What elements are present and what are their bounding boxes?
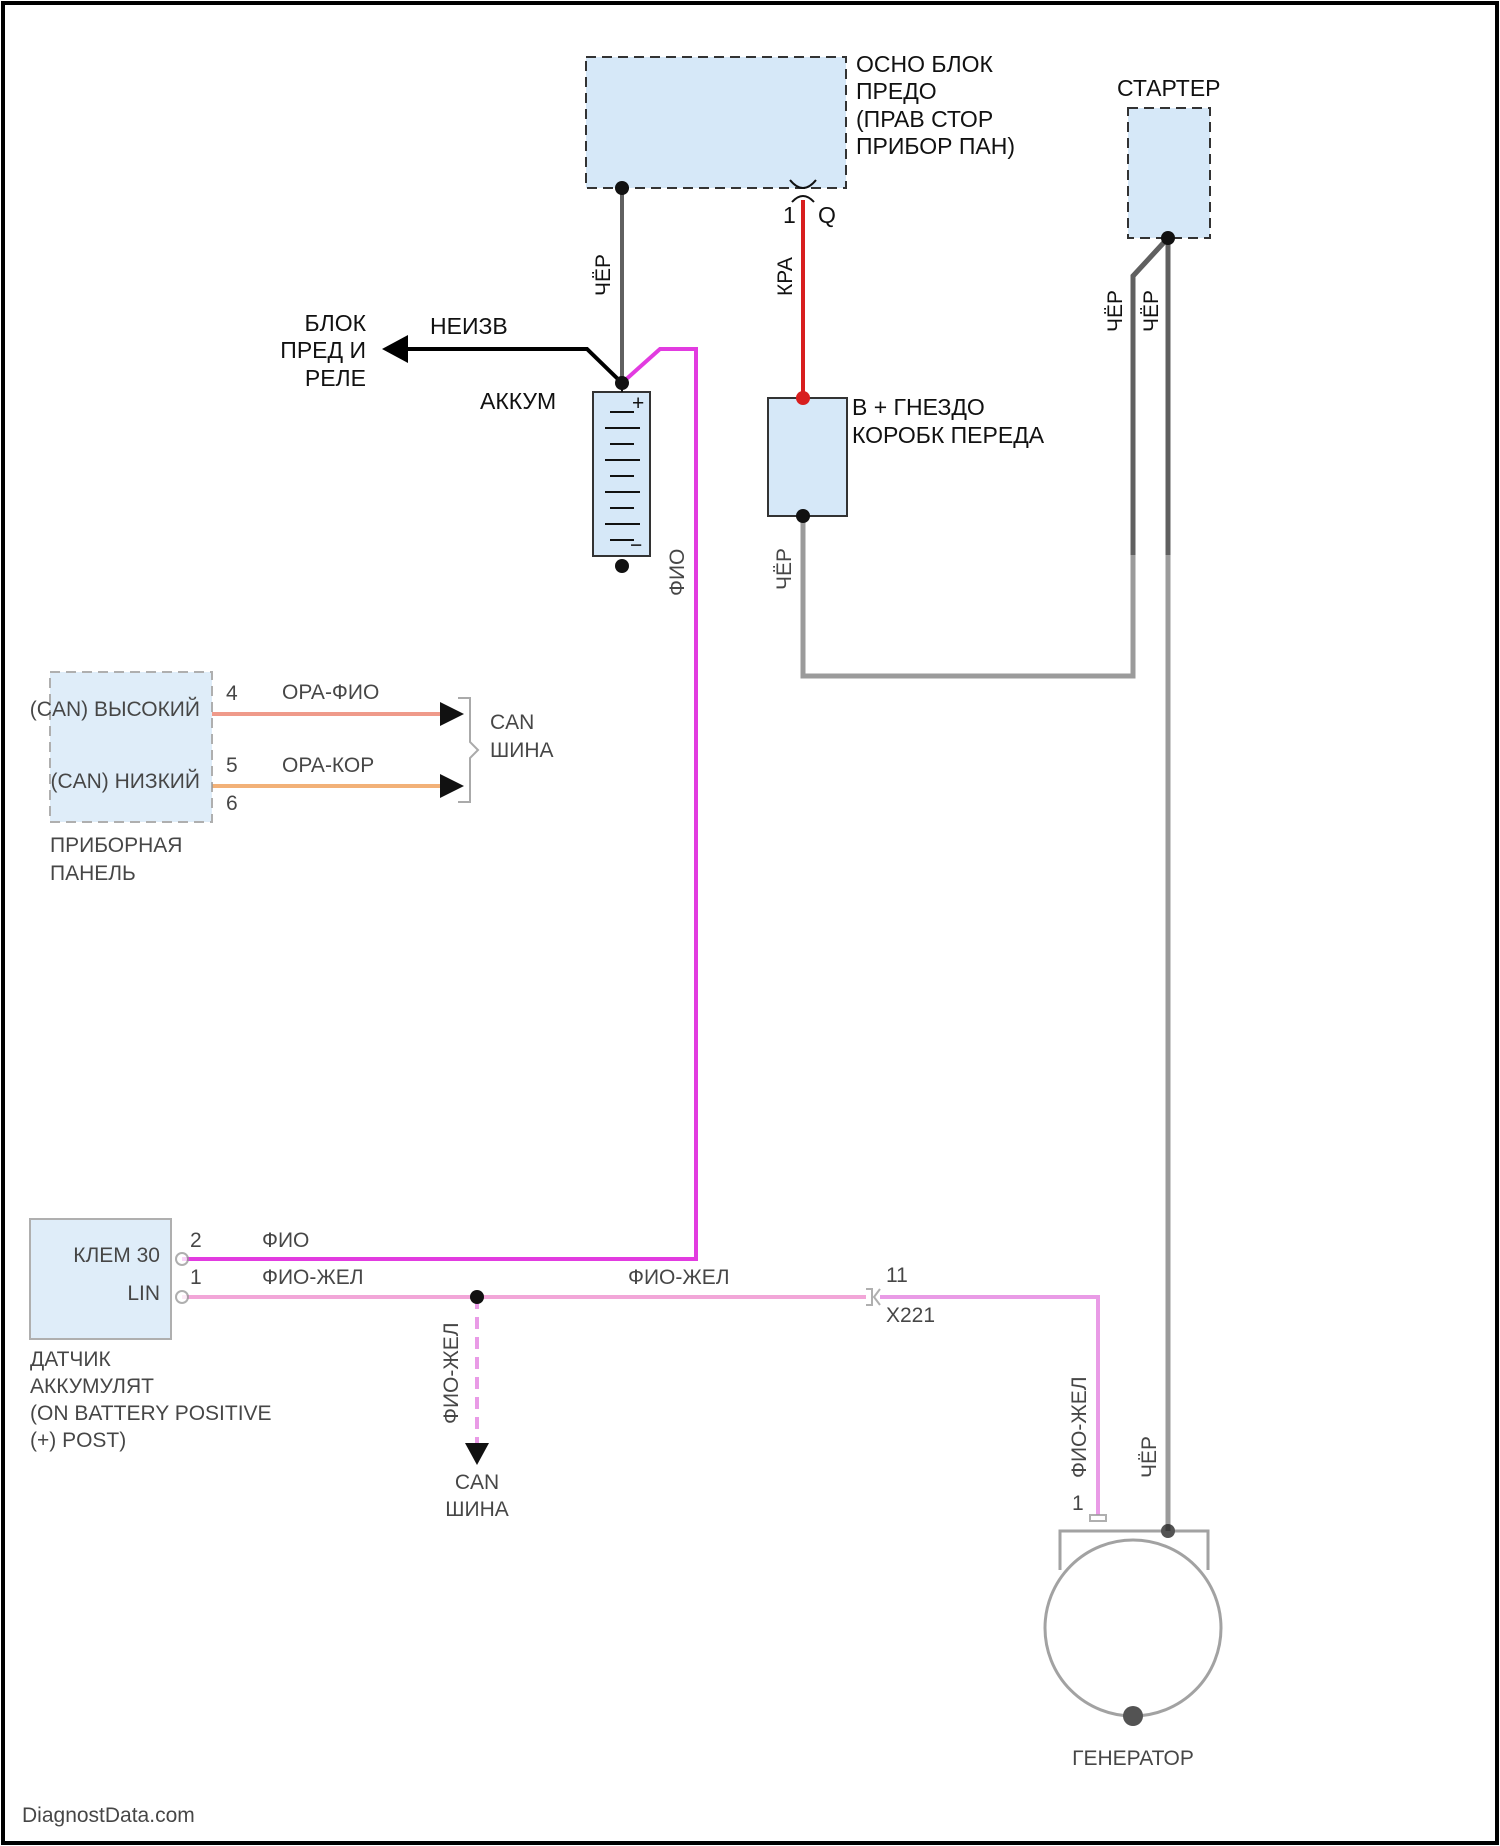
fuse-block-label-1: ОСНО БЛОК [856, 51, 993, 77]
can-bus-2-label-1: CAN [455, 1471, 499, 1494]
wire-label-can-high: ОРА-ФИО [282, 681, 379, 704]
diagram-frame [3, 3, 1497, 1843]
fuse-block-label-4: ПРИБОР ПАН) [856, 133, 1015, 159]
wire-label-starter-to-gen: ЧЁР [1138, 1436, 1161, 1478]
wire-label-battery-positive: ФИО [666, 549, 689, 596]
wire-label-lin-drop: ФИО-ЖЕЛ [440, 1322, 463, 1424]
lin-splice [470, 1290, 484, 1304]
front-block-label-2: ПРЕД И [280, 337, 366, 363]
battery-minus: − [630, 534, 642, 557]
b-plus-label-1: В + ГНЕЗДО [852, 394, 985, 420]
sensor-pin-clamp-30: КЛЕМ 30 [73, 1244, 160, 1267]
instrument-panel [50, 672, 212, 822]
fuse-block-pin-letter: Q [818, 202, 836, 228]
inline-connector-label: X221 [886, 1304, 935, 1327]
front-block-label-3: РЕЛЕ [305, 365, 366, 391]
watermark: DiagnostData.com [22, 1804, 195, 1827]
inline-connector-number: 11 [886, 1264, 908, 1287]
instrument-panel-label-2: ПАНЕЛЬ [50, 862, 136, 885]
instrument-panel-pin-6: 6 [226, 792, 238, 815]
arrow-to-front-block [382, 335, 408, 363]
starter [1128, 108, 1210, 245]
battery-plus: + [632, 392, 644, 415]
fuse-block [586, 57, 846, 202]
starter-label: СТАРТЕР [1117, 75, 1221, 101]
fuse-block-label-2: ПРЕДО [856, 78, 937, 104]
sensor-pin-lin: LIN [127, 1282, 160, 1305]
battery-sensor [30, 1219, 188, 1339]
instrument-panel-pin-can-high: (CAN) ВЫСОКИЙ [30, 697, 200, 721]
wire-label-lin-mid: ФИО-ЖЕЛ [628, 1266, 730, 1289]
inline-connector [866, 1289, 880, 1305]
wire-battery-to-front-block [403, 349, 622, 383]
instrument-panel-label-1: ПРИБОРНАЯ [50, 834, 182, 857]
wire-label-bplus-down: ЧЁР [773, 548, 796, 590]
wire-lin-to-generator [880, 1297, 1098, 1515]
wire-label-can-low: ОРА-КОР [282, 754, 374, 777]
wire-label-starter-b: ЧЁР [1140, 290, 1163, 332]
front-block-arrow-label: НЕИЗВ [430, 313, 508, 339]
b-plus-label-2: КОРОБК ПЕРЕДА [852, 422, 1045, 448]
wire-label-sensor-power: ФИО [262, 1229, 309, 1252]
wire-label-fuse-to-bplus: КРА [774, 257, 797, 296]
sensor-label-2: АККУМУЛЯТ [30, 1375, 154, 1398]
sensor-pin-2: 2 [190, 1229, 202, 1252]
can-bus-2-label-2: ШИНА [445, 1498, 509, 1521]
generator-label: ГЕНЕРАТОР [1072, 1747, 1194, 1770]
wire-label-bat-to-fuse: ЧЁР [592, 254, 615, 296]
b-plus-junction-box [768, 391, 847, 523]
fuse-block-pin-number: 1 [783, 202, 796, 228]
instrument-panel-pin-4: 4 [226, 682, 238, 705]
fuse-block-label-3: (ПРАВ СТОР [856, 106, 993, 132]
arrow-can-high [440, 702, 464, 726]
sensor-label-3: (ON BATTERY POSITIVE [30, 1402, 272, 1425]
can-bus-1-label-2: ШИНА [490, 739, 554, 762]
wire-b-plus-to-starter-top [1133, 238, 1168, 555]
instrument-panel-pin-can-low: (CAN) НИЗКИЙ [50, 769, 200, 793]
wire-label-gen-lin: ФИО-ЖЕЛ [1068, 1376, 1091, 1478]
sensor-label-1: ДАТЧИК [30, 1348, 112, 1371]
battery-label: АККУМ [480, 388, 556, 414]
generator [1045, 1515, 1221, 1726]
sensor-pin-1: 1 [190, 1266, 202, 1289]
wire-label-starter-a: ЧЁР [1104, 290, 1127, 332]
wire-label-lin-left: ФИО-ЖЕЛ [262, 1266, 364, 1289]
arrow-can-bus-2 [465, 1443, 489, 1465]
can-bus-1-label-1: CAN [490, 711, 534, 734]
front-block-label-1: БЛОК [305, 310, 367, 336]
instrument-panel-pin-5: 5 [226, 754, 238, 777]
generator-pin-number: 1 [1072, 1492, 1084, 1515]
arrow-can-low [440, 774, 464, 798]
sensor-label-4: (+) POST) [30, 1429, 126, 1452]
